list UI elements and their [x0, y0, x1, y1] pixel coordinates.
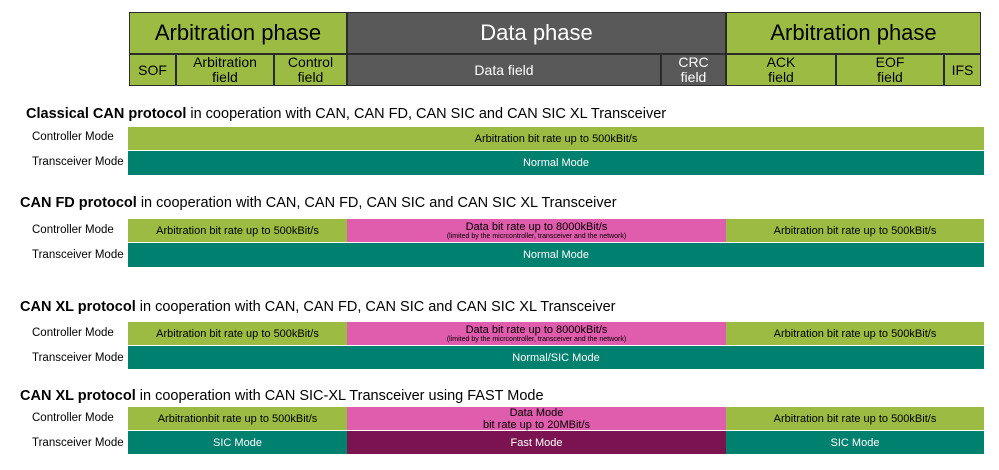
controller-bar-text-line2: bit rate up to 20MBit/s: [483, 418, 590, 431]
controller-bar-text: Arbitration bit rate up to 500kBit/s: [773, 224, 937, 237]
transceiver-bar-text: Fast Mode: [510, 436, 563, 449]
controller-bar-text: Arbitration bit rate up to 500kBit/s: [474, 132, 638, 145]
arbitration-phase-header-left: Arbitration phase: [129, 12, 347, 54]
section-title: CAN XL protocol in cooperation with CAN,…: [20, 299, 615, 315]
eof-field: EOF field: [836, 54, 944, 86]
transceiver-bar-text: SIC Mode: [213, 436, 262, 449]
transceiver-mode-label: Transceiver Mode: [32, 156, 124, 168]
controller-bar-arbitration-left: Arbitration bit rate up to 500kBit/s: [128, 219, 347, 242]
ack-field: ACK field: [726, 54, 836, 86]
controller-bar-text: Data bit rate up to 8000kBit/s: [465, 323, 608, 336]
transceiver-bar-text: Normal/SIC Mode: [512, 351, 600, 364]
controller-bar-text: Arbitration bit rate up to 500kBit/s: [156, 327, 319, 340]
eof-field-line2: field: [877, 69, 903, 85]
data-field: Data field: [347, 54, 661, 86]
transceiver-bar-text: Normal Mode: [522, 157, 590, 169]
arbitration-field-line2: field: [212, 69, 238, 85]
controller-bar-text: Arbitration bit rate up to 500kBit/s: [773, 412, 937, 425]
section-title-rest: in cooperation with CAN SIC-XL Transceiv…: [135, 388, 544, 404]
crc-field-line1: CRC: [678, 54, 709, 70]
controller-bar-note: (limited by the micrcontroller, transcei…: [446, 335, 627, 343]
section-title-rest: in cooperation with CAN, CAN FD, CAN SIC…: [136, 195, 617, 211]
controller-bar-arbitration-left: Arbitration bit rate up to 500kBit/s: [128, 322, 347, 345]
controller-bar-text: Arbitrationbit rate up to 500kBit/s: [157, 412, 318, 425]
controller-bar-data: Data bit rate up to 8000kBit/s (limited …: [347, 219, 726, 242]
transceiver-mode-label: Transceiver Mode: [32, 437, 124, 449]
controller-bar-text: Arbitration bit rate up to 500kBit/s: [156, 224, 319, 237]
control-field-line1: Control: [287, 54, 334, 70]
ack-field-line1: ACK: [766, 54, 796, 70]
section-title-bold: CAN XL protocol: [20, 388, 136, 404]
arbitration-field: Arbitration field: [176, 54, 274, 86]
section-title: Classical CAN protocol in cooperation wi…: [26, 106, 666, 122]
controller-bar-note: (limited by the micrcontroller, transcei…: [446, 232, 627, 240]
data-phase-header: Data phase: [347, 12, 726, 54]
eof-field-line1: EOF: [875, 54, 905, 70]
arbitration-phase-header-right: Arbitration phase: [726, 12, 981, 54]
transceiver-bar-fast: Fast Mode: [347, 431, 726, 454]
arbitration-field-line1: Arbitration: [193, 54, 257, 70]
controller-bar-text: Data bit rate up to 8000kBit/s: [465, 220, 608, 233]
control-field: Control field: [274, 54, 347, 86]
control-field-line2: field: [297, 69, 324, 85]
transceiver-bar-sic-left: SIC Mode: [128, 431, 347, 454]
transceiver-bar-full: Normal Mode: [128, 243, 984, 267]
ack-field-line2: field: [768, 69, 794, 85]
section-title: CAN XL protocol in cooperation with CAN …: [20, 388, 544, 404]
transceiver-mode-label: Transceiver Mode: [32, 352, 124, 364]
section-title-bold: Classical CAN protocol: [26, 106, 187, 122]
ifs-field: IFS: [944, 54, 981, 86]
controller-mode-label: Controller Mode: [32, 412, 114, 424]
transceiver-bar-full: Normal Mode: [128, 151, 984, 175]
section-title-rest: in cooperation with CAN, CAN FD, CAN SIC…: [135, 299, 616, 315]
sof-field: SOF: [129, 54, 176, 86]
controller-mode-label: Controller Mode: [32, 224, 114, 236]
controller-bar-arbitration-right: Arbitration bit rate up to 500kBit/s: [726, 322, 984, 345]
controller-bar-arbitration-right: Arbitration bit rate up to 500kBit/s: [726, 407, 984, 430]
section-title-bold: CAN FD protocol: [20, 195, 137, 211]
controller-bar-arbitration-right: Arbitration bit rate up to 500kBit/s: [726, 219, 984, 242]
section-title-bold: CAN XL protocol: [20, 299, 136, 315]
section-title: CAN FD protocol in cooperation with CAN,…: [20, 195, 617, 211]
transceiver-bar-text: Normal Mode: [522, 249, 590, 261]
controller-bar-text-line1: Data Mode: [509, 406, 564, 419]
transceiver-bar-full: Normal/SIC Mode: [128, 346, 984, 369]
controller-bar-data: Data Mode bit rate up to 20MBit/s: [347, 406, 726, 431]
controller-bar-data: Data bit rate up to 8000kBit/s (limited …: [347, 322, 726, 345]
controller-bar-arbitration-left: Arbitrationbit rate up to 500kBit/s: [128, 407, 347, 430]
transceiver-bar-text: SIC Mode: [830, 436, 880, 449]
section-title-rest: in cooperation with CAN, CAN FD, CAN SIC…: [186, 106, 667, 122]
transceiver-mode-label: Transceiver Mode: [32, 249, 124, 261]
transceiver-bar-sic-right: SIC Mode: [726, 431, 984, 454]
controller-bar-full: Arbitration bit rate up to 500kBit/s: [128, 127, 984, 150]
controller-bar-text: Arbitration bit rate up to 500kBit/s: [773, 327, 937, 340]
controller-mode-label: Controller Mode: [32, 327, 114, 339]
crc-field-line2: field: [680, 69, 707, 85]
controller-mode-label: Controller Mode: [32, 131, 114, 143]
crc-field: CRC field: [661, 54, 726, 86]
